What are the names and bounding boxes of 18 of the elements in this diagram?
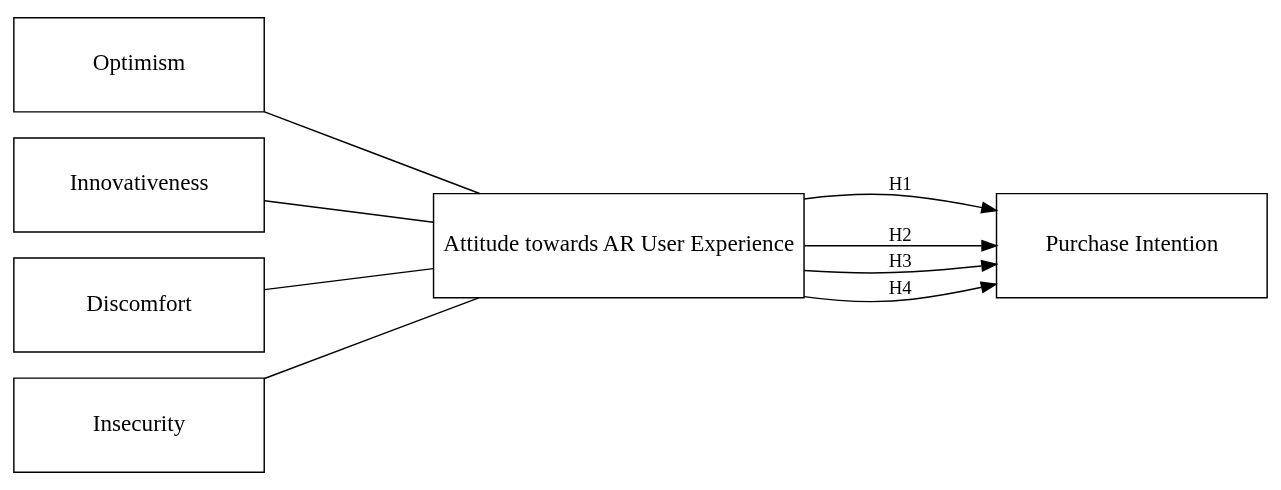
edge-label: H3 — [888, 249, 912, 271]
node-box: Attitude towards AR User Experience — [432, 192, 805, 299]
connector — [263, 297, 480, 380]
connector — [263, 200, 434, 223]
node-box: Optimism — [13, 17, 265, 113]
edge-label: H1 — [888, 172, 912, 194]
arrow — [803, 239, 999, 252]
node-box: Discomfort — [13, 257, 265, 353]
connector — [263, 267, 434, 291]
node-box: Purchase Intention — [995, 192, 1268, 299]
edge-label: H2 — [888, 223, 912, 245]
arrow — [803, 259, 999, 274]
arrow — [803, 193, 999, 214]
edge-label: H4 — [888, 277, 912, 299]
connector — [263, 111, 481, 195]
node-box: Innovativeness — [13, 137, 265, 233]
arrow — [803, 281, 999, 303]
node-box: Insecurity — [13, 377, 265, 473]
